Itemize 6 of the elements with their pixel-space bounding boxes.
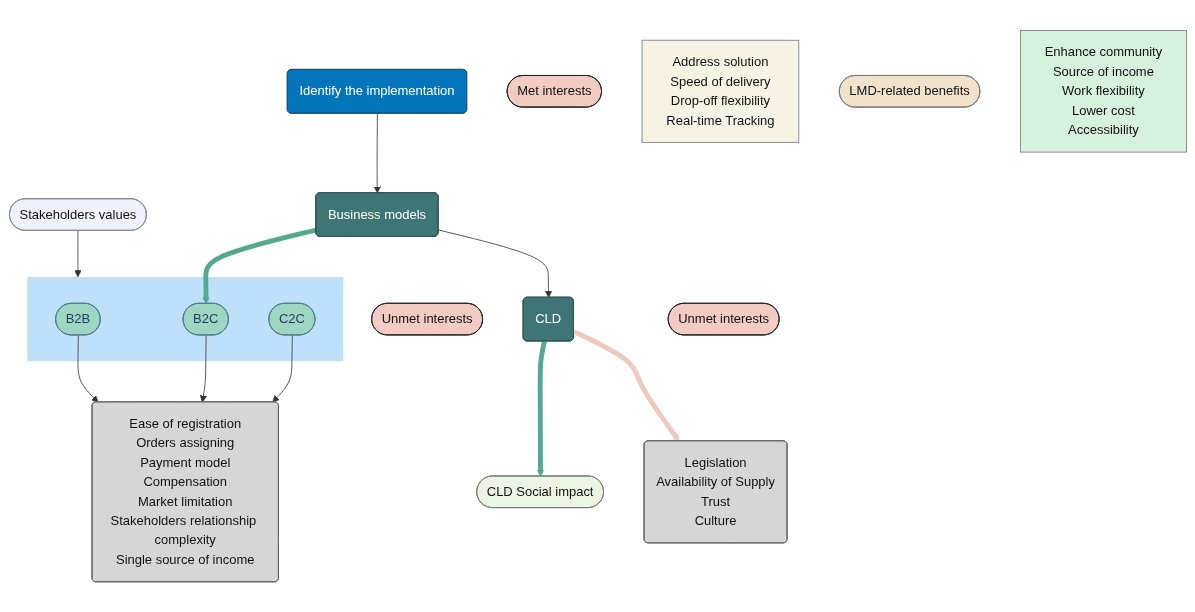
arrow bbox=[572, 329, 679, 442]
arrow bbox=[202, 227, 317, 304]
cluster bbox=[26, 276, 343, 362]
node-box: Address solution Speed of delivery Drop-off flexibility Real-time Tracking bbox=[641, 39, 799, 143]
arrow bbox=[536, 340, 547, 477]
node-box: Enhance community Source of income Work flexibility Lower cost Accessibility bbox=[1019, 29, 1187, 153]
